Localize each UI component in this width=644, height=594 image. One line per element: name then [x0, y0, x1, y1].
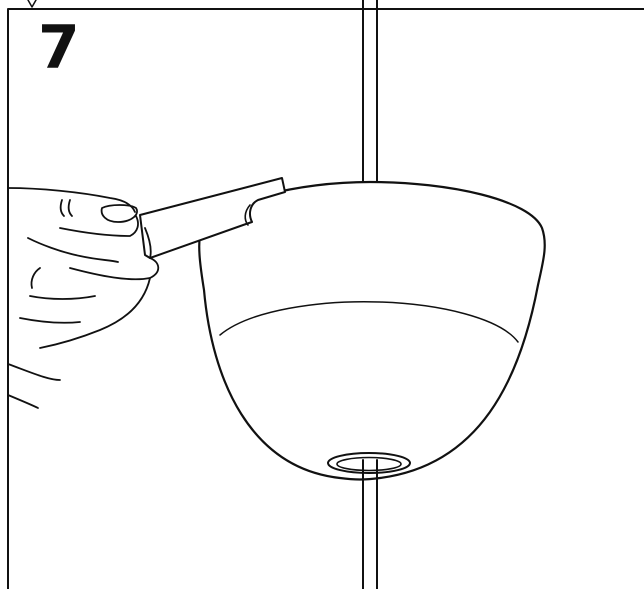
cup-inner-rim	[219, 301, 519, 343]
pendant-cord-upper	[362, 0, 378, 186]
hand	[7, 187, 160, 409]
flat-blade-tool	[139, 177, 286, 259]
ceiling-cup	[198, 180, 546, 481]
step-number: 7	[38, 13, 80, 83]
cord-grommet	[327, 452, 411, 474]
pendant-cord-lower	[362, 459, 378, 590]
